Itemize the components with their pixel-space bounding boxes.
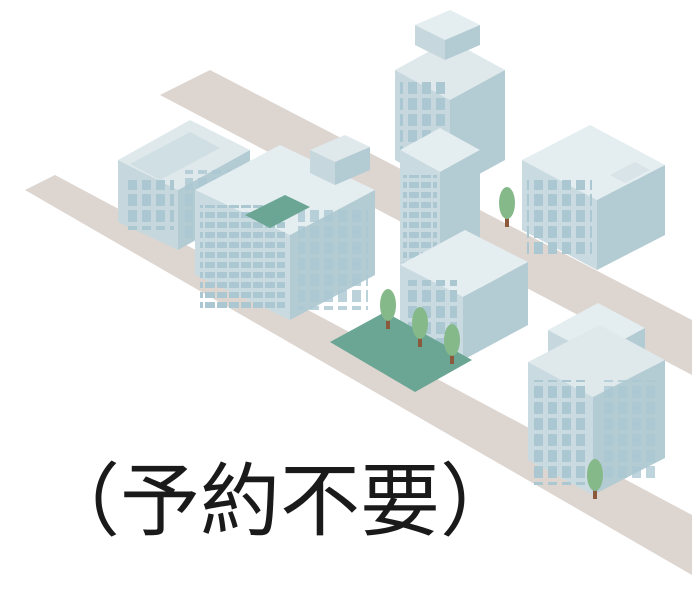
tree-1 [499,187,515,227]
road-front [25,175,692,575]
tree-3 [412,307,428,347]
tree-4 [444,324,460,364]
tree-5 [587,459,603,499]
building-right-front [528,303,665,495]
tree-2 [380,289,396,329]
building-right-top [522,125,665,270]
green-plaza [330,312,472,392]
building-middle-wide [195,135,375,320]
no-reservation-caption: （予約不要） [40,455,520,548]
